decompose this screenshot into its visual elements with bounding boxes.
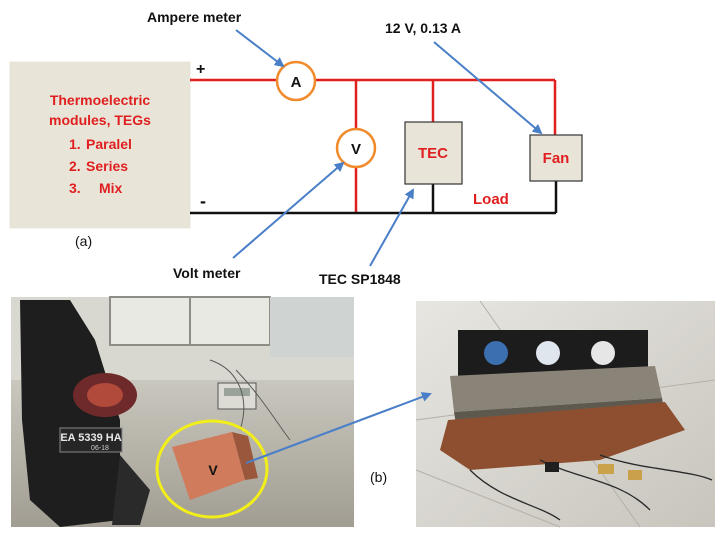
load-label: Load: [473, 191, 509, 208]
arrow-fan-spec: [433, 41, 543, 135]
positive-wires: [190, 78, 557, 213]
fan-box: [529, 134, 583, 182]
tec-box-label: TEC: [418, 145, 448, 162]
teg-option-1-num: 1.: [69, 136, 81, 152]
teg-title-line2: modules, TEGs: [49, 112, 151, 128]
ammeter-letter: A: [291, 74, 302, 91]
panel-a-label: (a): [75, 233, 92, 249]
arrow-ampere-meter: [235, 29, 285, 68]
tec-box: [404, 121, 463, 185]
ammeter-caption: Ampere meter: [147, 9, 242, 25]
plus-sign: +: [196, 61, 205, 78]
teg-option-2-num: 2.: [69, 158, 81, 174]
teg-title-line1: Thermoelectric: [50, 92, 151, 108]
fan-spec-caption: 12 V, 0.13 A: [385, 20, 461, 36]
arrow-photo-to-closeup: [245, 392, 432, 464]
teg-option-1-text: Paralel: [86, 136, 132, 152]
teg-source-box: [9, 61, 191, 229]
highlight-ring: [155, 419, 269, 519]
license-plate-line2: 06-18: [91, 445, 109, 452]
negative-wires: [190, 181, 558, 215]
motorcycle-photo: EA 5339 HA 06-18 V: [11, 296, 354, 527]
minus-sign: -: [200, 191, 206, 211]
photo-v-label: V: [208, 462, 218, 478]
license-plate-line1: EA 5339 HA: [60, 432, 121, 444]
voltmeter-symbol: [335, 127, 377, 169]
arrow-volt-meter: [232, 161, 345, 259]
voltmeter-letter: V: [351, 141, 361, 158]
panel-b-label: (b): [370, 469, 387, 485]
teg-option-3-num: 3.: [69, 180, 81, 196]
arrow-tec-model: [369, 188, 414, 267]
panel-b-photos: EA 5339 HA 06-18 V (b): [11, 296, 716, 528]
teg-option-3-text: Mix: [99, 180, 123, 196]
fan-box-label: Fan: [543, 150, 570, 167]
ammeter-symbol: [275, 60, 317, 102]
teg-assembly-photo: [415, 300, 716, 528]
voltmeter-caption: Volt meter: [173, 265, 241, 281]
teg-option-2-text: Series: [86, 158, 128, 174]
panel-a-schematic: Thermoelectric modules, TEGs 1. Paralel …: [9, 9, 583, 287]
tec-model-caption: TEC SP1848: [319, 271, 401, 287]
